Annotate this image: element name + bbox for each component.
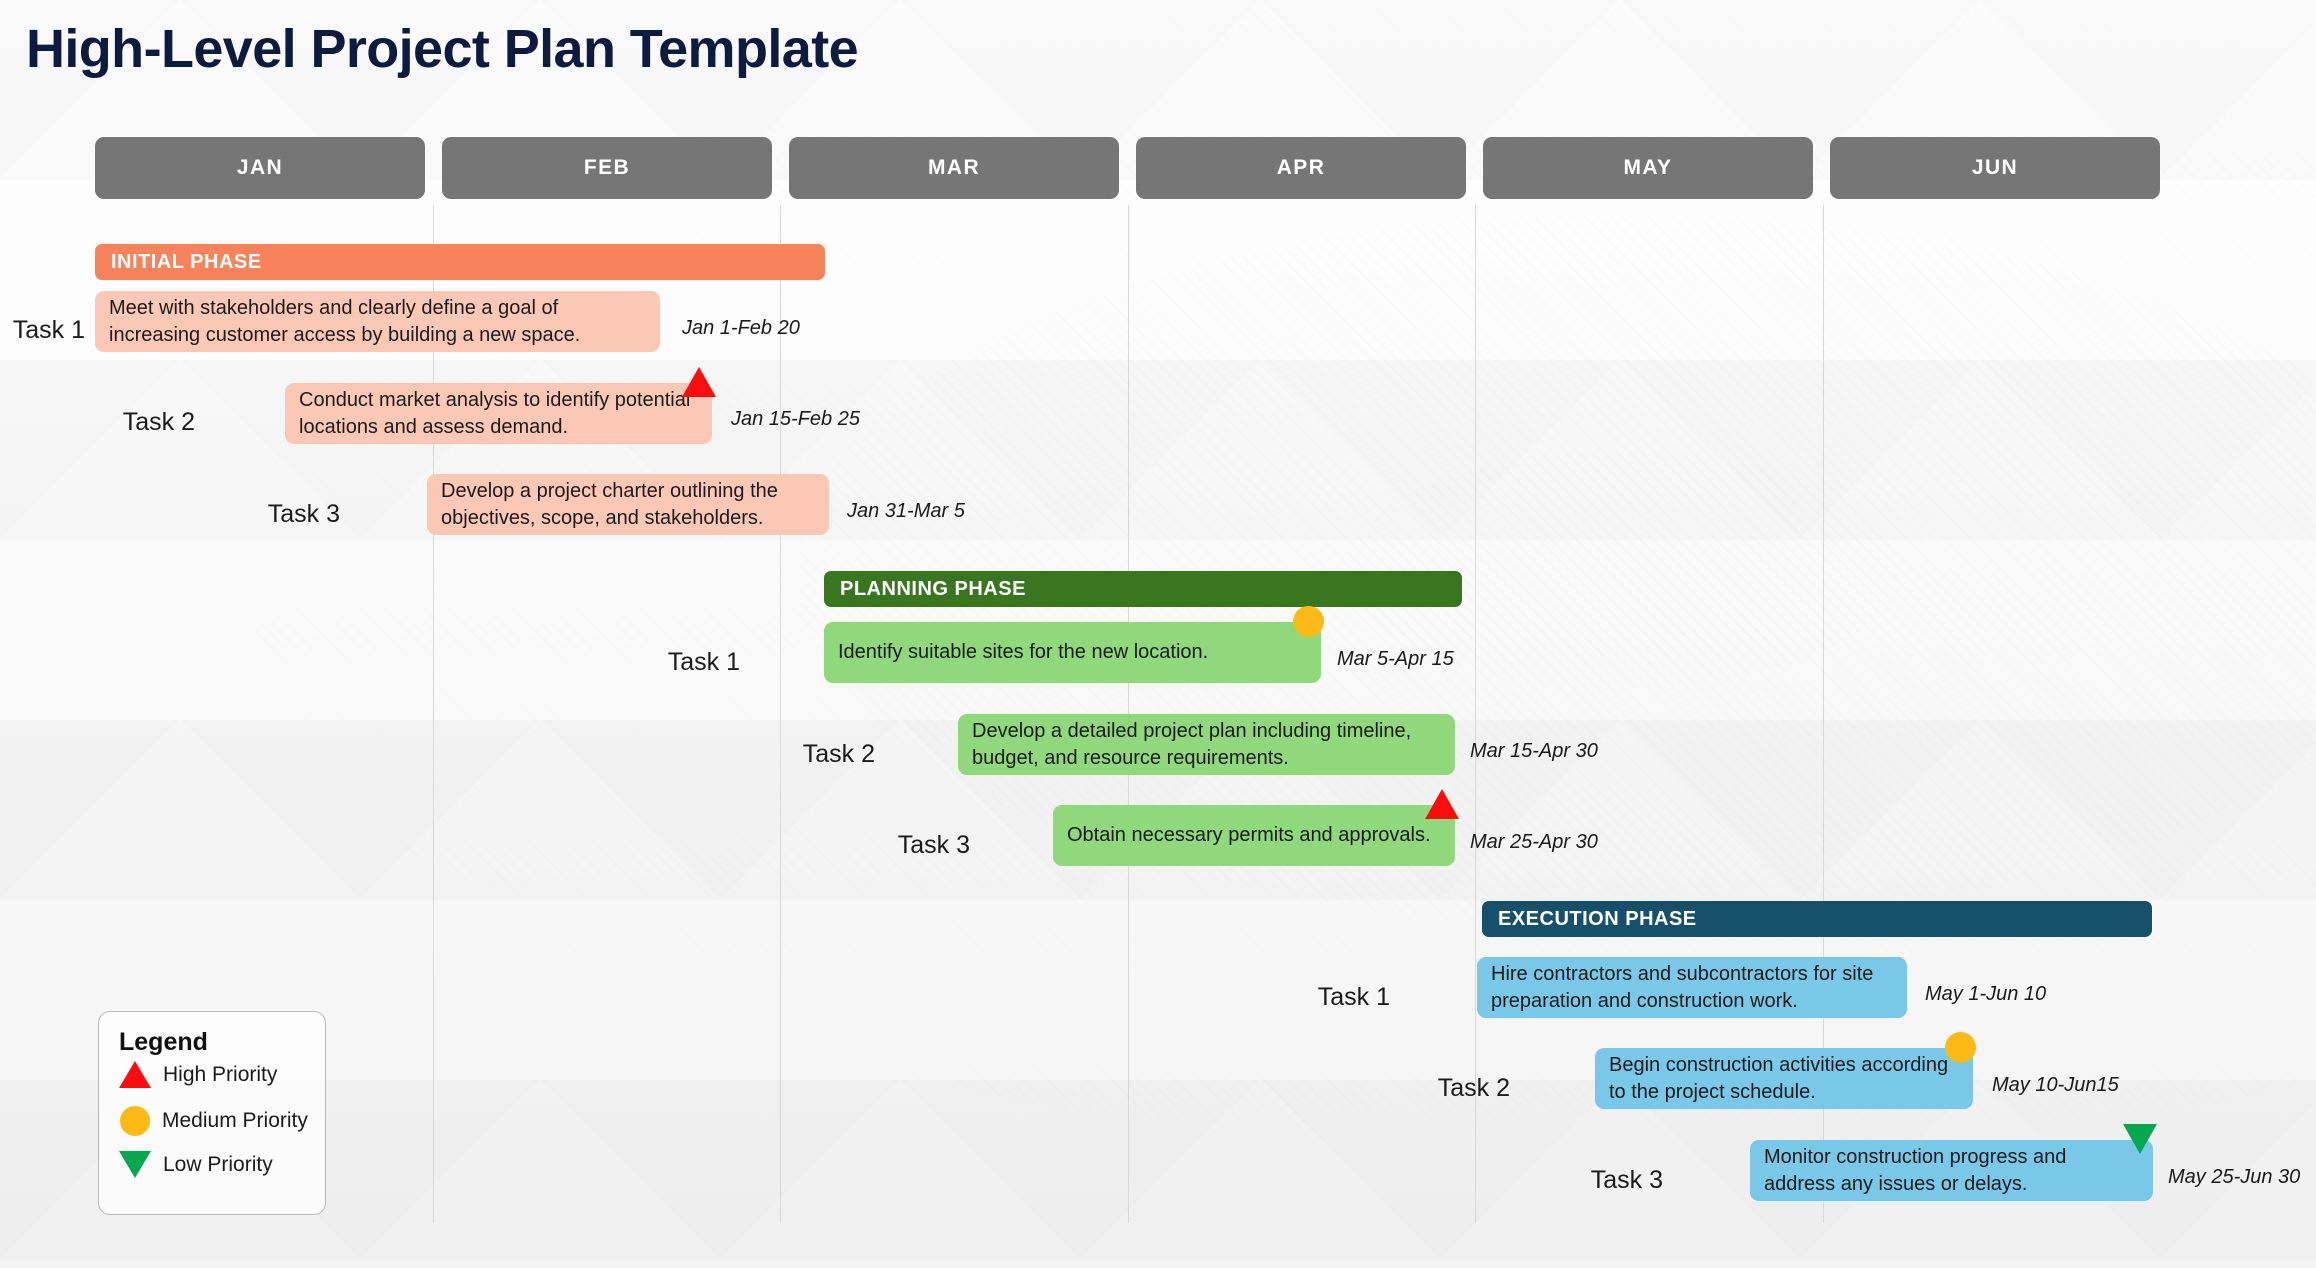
gridline-2 [780, 205, 781, 1223]
gridline-1 [433, 205, 434, 1223]
month-header-may[interactable]: MAY [1483, 137, 1813, 199]
phase-header-initial: INITIAL PHASE [95, 244, 825, 280]
high-priority-marker-icon [682, 367, 716, 397]
task-label-initial-3: Task 3 [267, 500, 340, 528]
task-bar-planning-3[interactable]: Obtain necessary permits and approvals. [1053, 805, 1455, 866]
task-bar-initial-3[interactable]: Develop a project charter outlining the … [427, 474, 829, 535]
month-header-mar[interactable]: MAR [789, 137, 1119, 199]
month-header-jun[interactable]: JUN [1830, 137, 2160, 199]
task-bar-initial-2[interactable]: Conduct market analysis to identify pote… [285, 383, 712, 444]
task-date-execution-1: May 1-Jun 10 [1925, 983, 2047, 1005]
medium-priority-marker-icon [1293, 606, 1324, 637]
task-date-execution-3: May 25-Jun 30 [2168, 1166, 2301, 1188]
month-header-feb[interactable]: FEB [442, 137, 772, 199]
task-label-planning-1: Task 1 [667, 648, 740, 676]
task-label-execution-3: Task 3 [1590, 1166, 1663, 1194]
legend-item-high-priority: High Priority [119, 1061, 277, 1088]
triangle-up-icon [119, 1061, 151, 1088]
task-bar-execution-1[interactable]: Hire contractors and subcontractors for … [1477, 957, 1907, 1018]
task-date-initial-1: Jan 1-Feb 20 [682, 317, 800, 339]
task-date-initial-3: Jan 31-Mar 5 [847, 500, 965, 522]
legend-item-medium-priority: Medium Priority [119, 1106, 308, 1136]
phase-header-execution: EXECUTION PHASE [1482, 901, 2152, 937]
month-header-apr[interactable]: APR [1136, 137, 1466, 199]
task-date-execution-2: May 10-Jun15 [1992, 1074, 2119, 1096]
phase-header-planning: PLANNING PHASE [824, 571, 1462, 607]
page-title: High-Level Project Plan Template [26, 19, 859, 79]
gridline-5 [1823, 205, 1824, 1223]
legend-item-label: Low Priority [163, 1152, 273, 1176]
task-label-planning-2: Task 2 [802, 740, 875, 768]
circle-icon [120, 1106, 150, 1136]
task-label-execution-2: Task 2 [1437, 1074, 1510, 1102]
low-priority-marker-icon [2123, 1124, 2157, 1154]
legend-title: Legend [119, 1028, 208, 1056]
task-label-execution-1: Task 1 [1317, 983, 1390, 1011]
medium-priority-marker-icon [1945, 1032, 1976, 1063]
task-bar-execution-2[interactable]: Begin construction activities according … [1595, 1048, 1973, 1109]
legend-item-low-priority: Low Priority [119, 1151, 273, 1178]
task-date-planning-1: Mar 5-Apr 15 [1337, 648, 1454, 670]
legend-item-label: Medium Priority [162, 1109, 308, 1132]
gridline-4 [1475, 205, 1476, 1223]
task-date-initial-2: Jan 15-Feb 25 [731, 408, 860, 430]
month-header-jan[interactable]: JAN [95, 137, 425, 199]
task-bar-initial-1[interactable]: Meet with stakeholders and clearly defin… [95, 291, 660, 352]
task-date-planning-2: Mar 15-Apr 30 [1470, 740, 1598, 762]
legend-item-label: High Priority [163, 1062, 278, 1086]
task-label-initial-2: Task 2 [122, 408, 195, 436]
task-bar-planning-1[interactable]: Identify suitable sites for the new loca… [824, 622, 1321, 683]
task-label-initial-1: Task 1 [12, 316, 85, 344]
task-label-planning-3: Task 3 [897, 831, 970, 859]
task-bar-execution-3[interactable]: Monitor construction progress and addres… [1750, 1140, 2153, 1201]
triangle-down-icon [119, 1151, 151, 1178]
high-priority-marker-icon [1425, 789, 1459, 819]
task-date-planning-3: Mar 25-Apr 30 [1470, 831, 1598, 853]
task-bar-planning-2[interactable]: Develop a detailed project plan includin… [958, 714, 1455, 775]
